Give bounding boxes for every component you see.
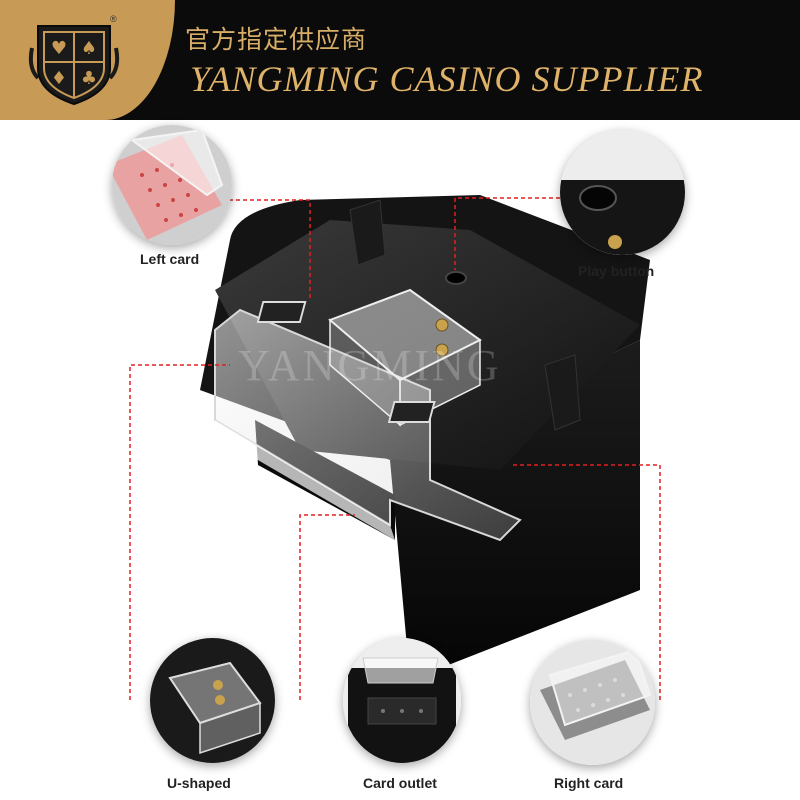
card-shuffler-illustration <box>129 195 661 700</box>
right-card-label: Right card <box>554 775 624 791</box>
play-button-zoom-icon <box>560 130 685 255</box>
leader-lines <box>129 197 661 700</box>
brass-screw-icon <box>435 318 449 332</box>
left-card-closeup <box>112 125 232 245</box>
svg-text:♠: ♠ <box>81 38 97 59</box>
u-shaped-label: U-shaped <box>167 775 231 791</box>
right-card-closeup <box>530 640 655 765</box>
card-outlet-label: Card outlet <box>363 775 437 791</box>
svg-text:♣: ♣ <box>81 68 97 89</box>
english-title: YANGMING CASINO SUPPLIER <box>190 59 704 99</box>
left-card-label: Left card <box>140 251 200 267</box>
brass-screw-icon <box>435 343 449 357</box>
play-button-icon <box>445 271 467 285</box>
registered-mark: ® <box>110 14 117 24</box>
acrylic-u-shape-icon <box>150 638 275 763</box>
card-outlet-icon <box>343 638 461 763</box>
chinese-title: 官方指定供应商 <box>185 25 368 54</box>
play-button-label: Play button <box>578 263 655 279</box>
header-banner: ♥ ♠ ♦ ♣ ® 官方指定供应商 YANGMING CASINO SUPPLI… <box>0 0 800 120</box>
svg-text:♦: ♦ <box>51 68 67 89</box>
red-card-back-icon <box>112 125 232 245</box>
product-stage: YANGMING Left card Play button <box>0 120 800 800</box>
shuffler-body-side <box>390 340 640 680</box>
svg-text:♥: ♥ <box>51 38 67 59</box>
watermark-text: YANGMING <box>238 341 502 390</box>
u-shaped-closeup <box>150 638 275 763</box>
play-button-closeup <box>560 130 685 255</box>
card-outlet-closeup <box>343 638 461 763</box>
grey-card-icon <box>530 640 655 765</box>
shield-logo-icon: ♥ ♠ ♦ ♣ <box>28 25 120 106</box>
